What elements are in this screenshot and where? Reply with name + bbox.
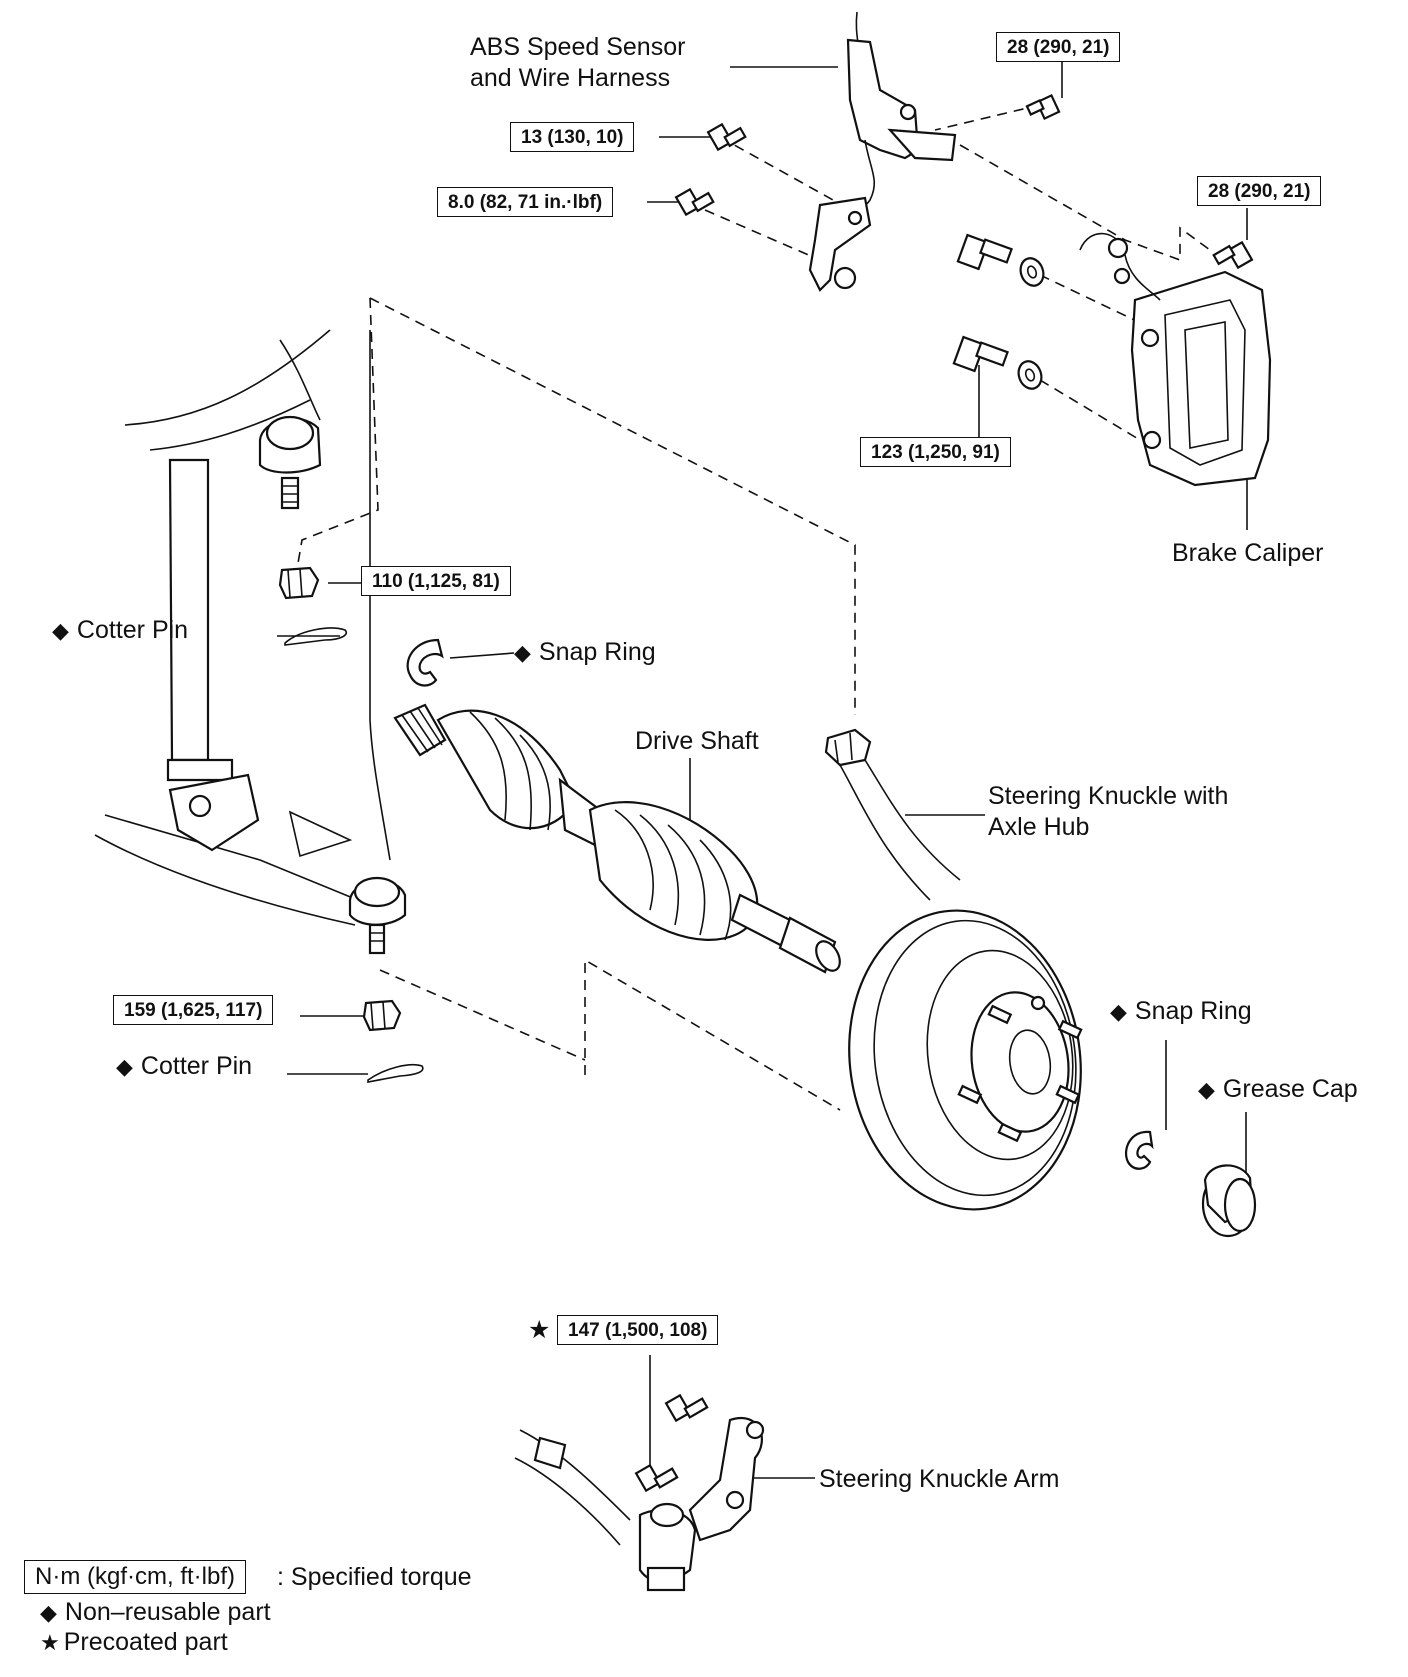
hub-snap-ring-and-cap	[1124, 1130, 1257, 1238]
steering-knuckle-hub	[824, 728, 1083, 1211]
label-knuckle-arm: Steering Knuckle Arm	[819, 1465, 1060, 1493]
torque-110: 110 (1,125, 81)	[361, 566, 511, 596]
torque-147: 147 (1,500, 108)	[557, 1315, 719, 1345]
non-reusable-symbol: ◆	[40, 1600, 57, 1625]
snap-ring-upper	[406, 638, 444, 687]
label-cotter-pin-lower: ◆Cotter Pin	[116, 1052, 253, 1080]
precoated-symbol: ★	[40, 1630, 60, 1655]
brake-caliper	[952, 232, 1272, 487]
nuts-cotter-pins	[278, 566, 424, 1083]
non-reusable-symbol: ◆	[116, 1054, 133, 1079]
assembly-dashes	[295, 104, 1211, 1111]
legend-unit-box: N·m (kgf·cm, ft·lbf)	[24, 1560, 246, 1594]
torque-159: 159 (1,625, 117)	[113, 995, 274, 1025]
label-snap-ring-upper: ◆Snap Ring	[514, 638, 656, 666]
torque-28-right: 28 (290, 21)	[1197, 176, 1322, 206]
drive-shaft	[393, 703, 841, 974]
torque-13: 13 (130, 10)	[510, 122, 635, 152]
legend-non-reusable: ◆Non–reusable part	[40, 1598, 271, 1626]
legend-unit-desc: : Specified torque	[277, 1563, 472, 1591]
lower-ball-joint	[348, 876, 407, 955]
leader-lines	[277, 62, 1248, 1479]
label-brake-caliper: Brake Caliper	[1172, 539, 1324, 567]
abs-sensor-harness	[808, 11, 957, 292]
non-reusable-symbol: ◆	[52, 618, 69, 643]
label-snap-ring-hub: ◆Snap Ring	[1110, 997, 1252, 1025]
label-steering-knuckle: Steering Knuckle with Axle Hub	[988, 782, 1229, 841]
non-reusable-symbol: ◆	[514, 640, 531, 665]
torque-28-upper: 28 (290, 21)	[996, 32, 1121, 62]
non-reusable-symbol: ◆	[1198, 1077, 1215, 1102]
label-abs-sensor: ABS Speed Sensor and Wire Harness	[470, 33, 686, 92]
torque-123: 123 (1,250, 91)	[860, 437, 1011, 467]
torque-8: 8.0 (82, 71 in.·lbf)	[437, 187, 614, 217]
steering-knuckle-arm	[514, 1393, 765, 1592]
label-cotter-pin-upper: ◆Cotter Pin	[52, 616, 189, 644]
label-grease-cap: ◆Grease Cap	[1198, 1075, 1358, 1103]
non-reusable-symbol: ◆	[1110, 999, 1127, 1024]
precoated-symbol-147: ★	[528, 1316, 551, 1344]
abs-bolts	[674, 94, 1254, 270]
label-drive-shaft: Drive Shaft	[635, 727, 759, 755]
upper-arm-and-shock	[94, 329, 401, 926]
legend-precoated: ★Precoated part	[40, 1628, 228, 1656]
